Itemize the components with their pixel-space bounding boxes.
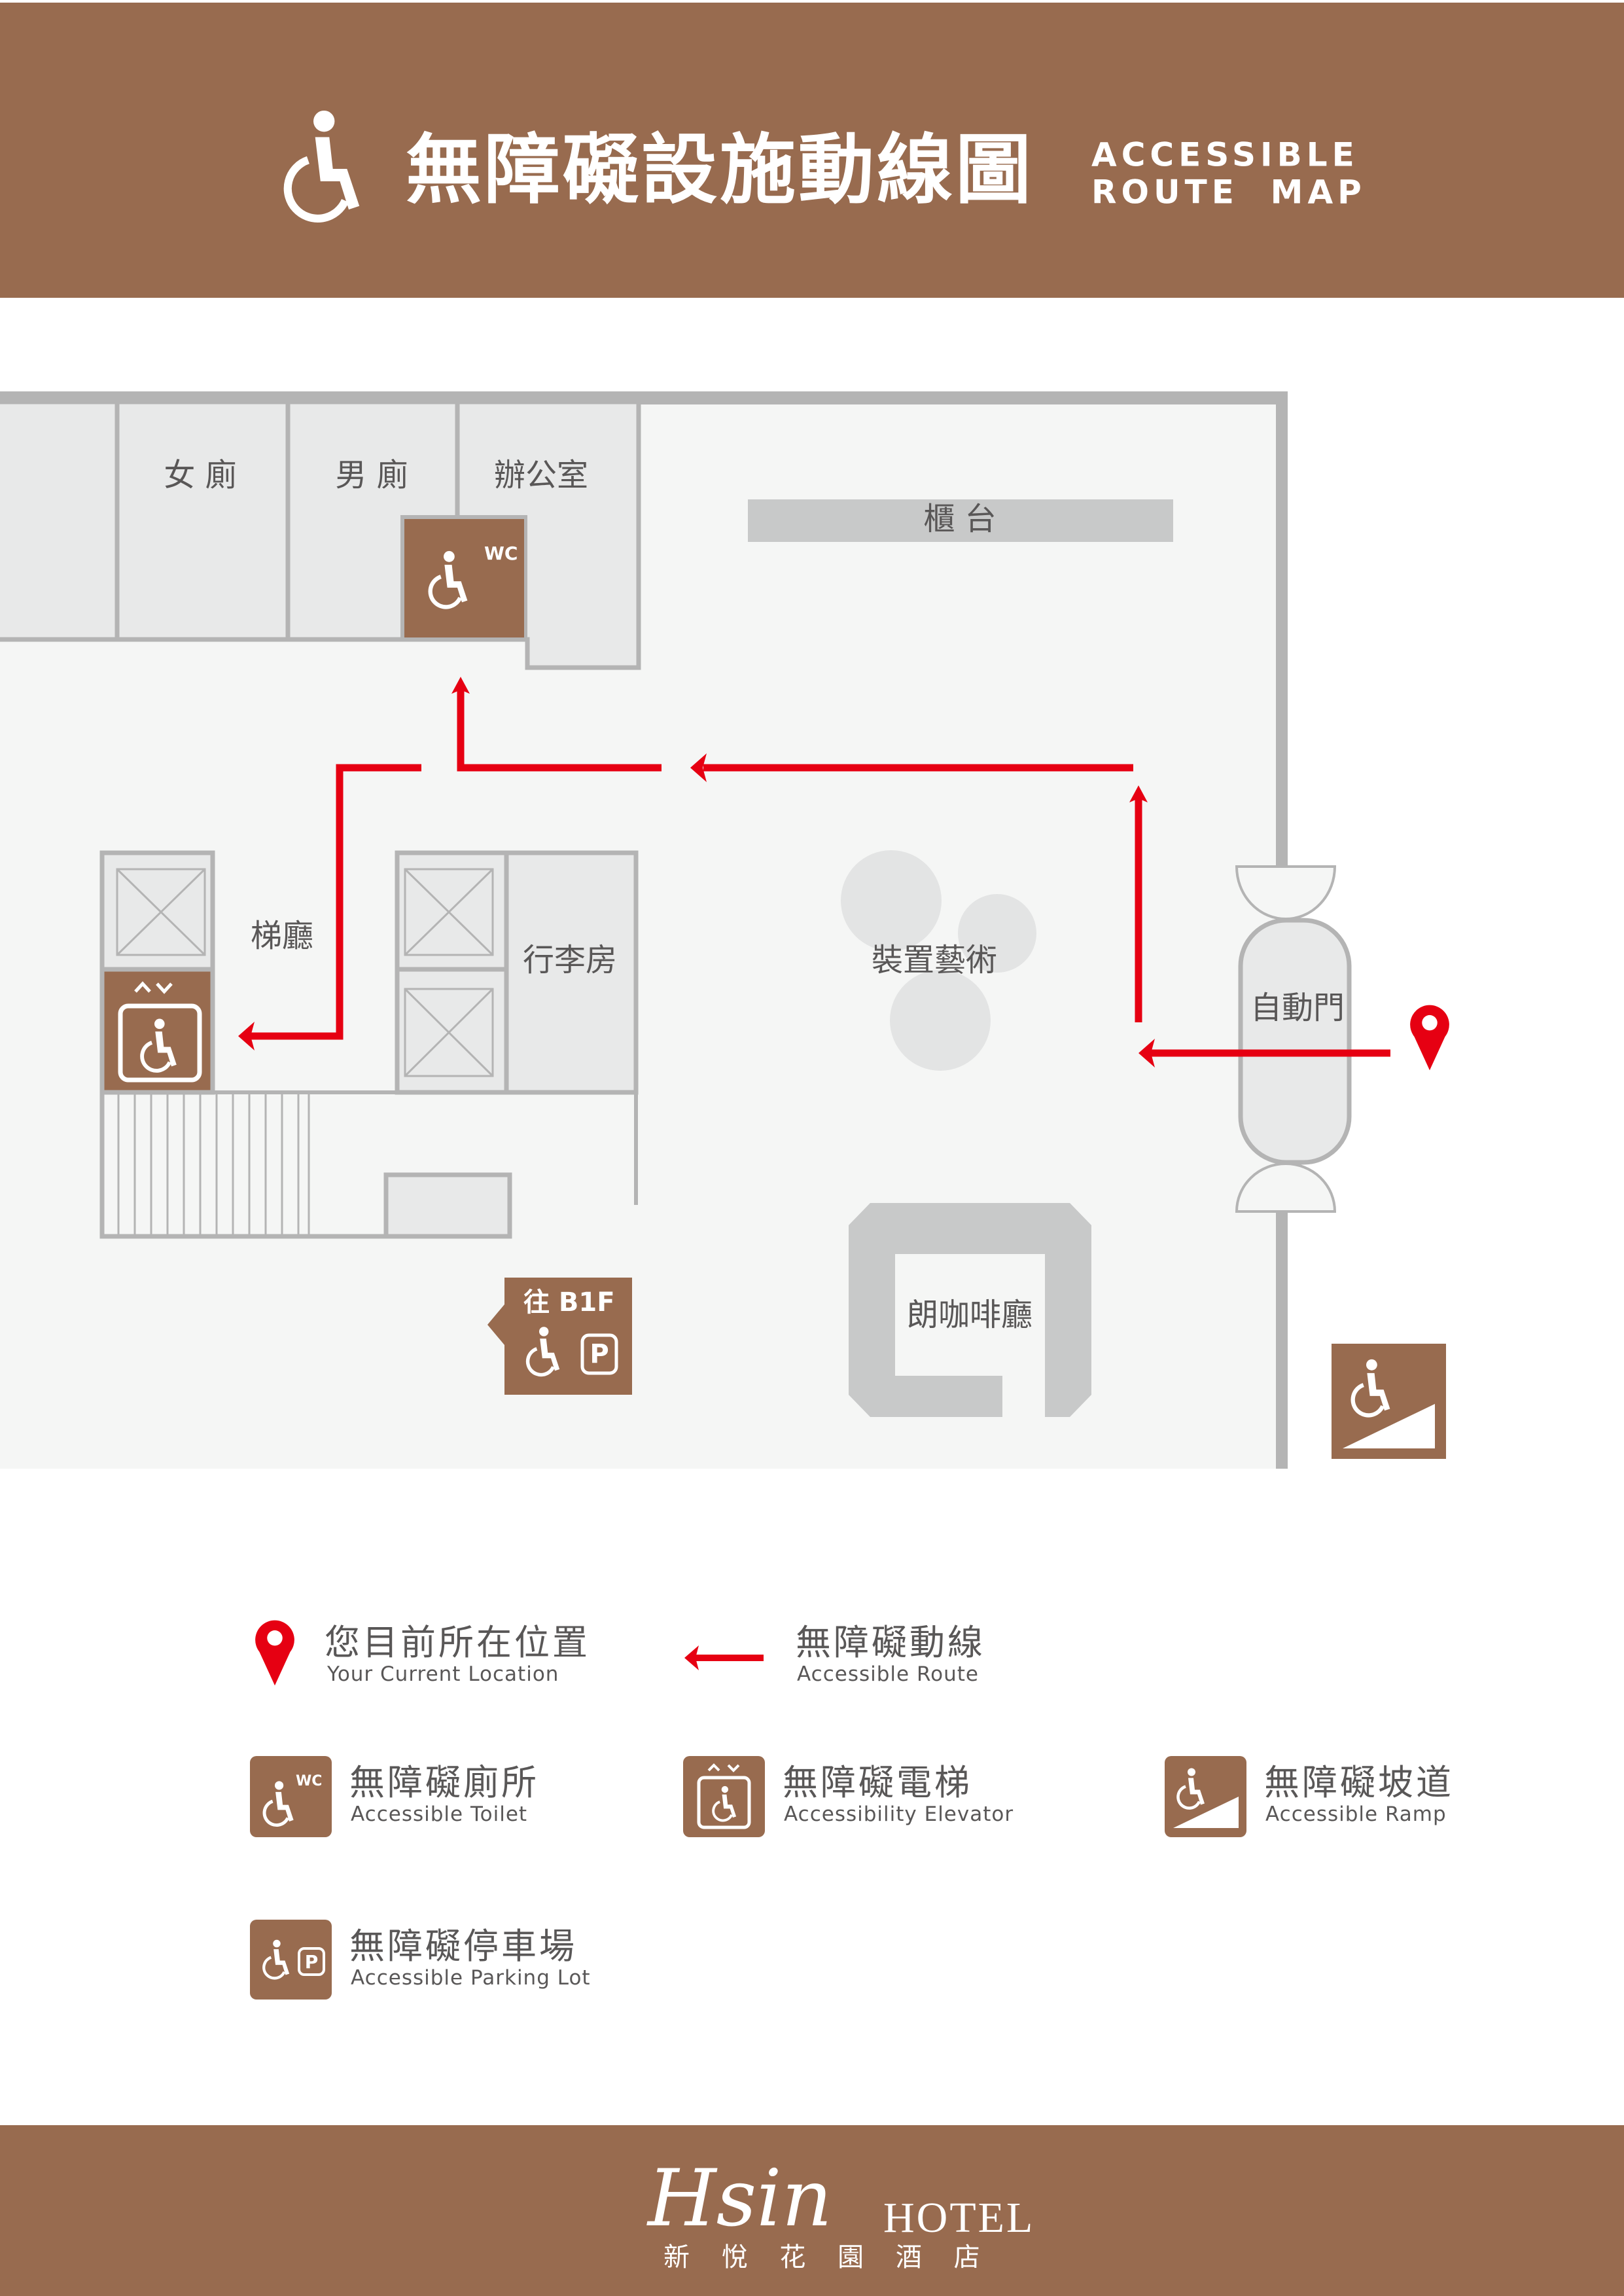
route-arrowhead — [690, 753, 707, 782]
art-circle — [841, 850, 942, 951]
route-arrowhead — [1129, 785, 1148, 802]
elevator-frame-icon — [118, 1003, 202, 1083]
header-banner — [0, 3, 1624, 298]
right-wall — [1276, 1164, 1288, 1469]
legend-location-en: Your Current Location — [327, 1662, 559, 1686]
art-circle — [890, 970, 991, 1071]
legend-parking-letter: P — [305, 1951, 319, 1973]
hotel-logo: Hsin HOTEL 新 悅 花 園 酒 店 — [646, 2153, 1034, 2272]
label-office: 辦公室 — [494, 457, 588, 493]
label-counter: 櫃 台 — [923, 501, 996, 537]
ramp-icon — [1343, 1404, 1435, 1448]
legend-parking-icon — [250, 1920, 332, 2000]
title-zh: 無障礙設施動線圖 — [406, 126, 1034, 215]
legend-toilet-en: Accessible Toilet — [351, 1803, 527, 1826]
b1f-label: 往 B1F — [523, 1287, 615, 1318]
title-en-line1: ACCESSIBLE — [1091, 136, 1359, 174]
stair-landing — [383, 1172, 512, 1239]
legend-toilet-zh: 無障礙廁所 — [349, 1762, 539, 1803]
accessible-toilet-marker — [404, 519, 524, 637]
legend-toilet-icon — [250, 1756, 332, 1837]
legend-ramp-zh: 無障礙坡道 — [1264, 1762, 1454, 1803]
route-arrowhead — [451, 677, 470, 694]
room-luggage — [504, 850, 639, 1095]
art-circle — [958, 894, 1036, 973]
legend-route-zh: 無障礙動線 — [796, 1622, 985, 1663]
legend-location-zh: 您目前所在位置 — [325, 1622, 590, 1663]
label-mens-restroom: 男 廁 — [335, 457, 408, 493]
legend-ramp-en: Accessible Ramp — [1265, 1803, 1447, 1826]
route-arrowhead — [1139, 1039, 1155, 1067]
accessible-route — [249, 689, 1390, 1057]
current-location-pin-icon — [1410, 1005, 1449, 1071]
logo-word: HOTEL — [883, 2194, 1034, 2242]
legend-elevator-en: Accessibility Elevator — [784, 1803, 1014, 1826]
legend-route-arrowhead — [684, 1645, 699, 1670]
right-wall — [1276, 391, 1288, 919]
counter — [748, 499, 1173, 542]
wc-badge: WC — [484, 543, 518, 564]
label-automatic-door: 自動門 — [1250, 990, 1345, 1026]
label-art-installation: 裝置藝術 — [872, 942, 997, 978]
stairs — [117, 1092, 310, 1236]
label-womens-restroom: 女 廁 — [164, 457, 236, 493]
parking-letter: P — [590, 1339, 609, 1369]
label-luggage-room: 行李房 — [523, 942, 617, 978]
label-elevator-hall: 梯廳 — [251, 918, 313, 954]
wheelchair-icon — [288, 111, 359, 219]
logo-zh: 新 悅 花 園 酒 店 — [663, 2242, 992, 2272]
legend-wc-badge: WC — [296, 1773, 322, 1789]
logo-script: Hsin — [646, 2153, 832, 2244]
b1f-parking-sign — [487, 1278, 632, 1395]
title-en-line2: ROUTE MAP — [1091, 173, 1366, 211]
legend-pin-icon — [255, 1620, 294, 1686]
room-womens-restroom — [115, 399, 291, 642]
room-left — [0, 399, 120, 642]
legend-parking-zh: 無障礙停車場 — [349, 1926, 577, 1967]
parking-icon — [580, 1333, 618, 1375]
legend-route-en: Accessible Route — [797, 1662, 979, 1686]
legend-elevator-zh: 無障礙電梯 — [783, 1762, 972, 1803]
label-cafe: 朗咖啡廳 — [907, 1297, 1033, 1333]
route-arrowhead — [238, 1022, 255, 1050]
up-down-arrows-icon — [134, 981, 173, 994]
legend-parking-en: Accessible Parking Lot — [351, 1966, 591, 1990]
automatic-door — [1238, 918, 1352, 1165]
footer-banner — [0, 2125, 1624, 2296]
